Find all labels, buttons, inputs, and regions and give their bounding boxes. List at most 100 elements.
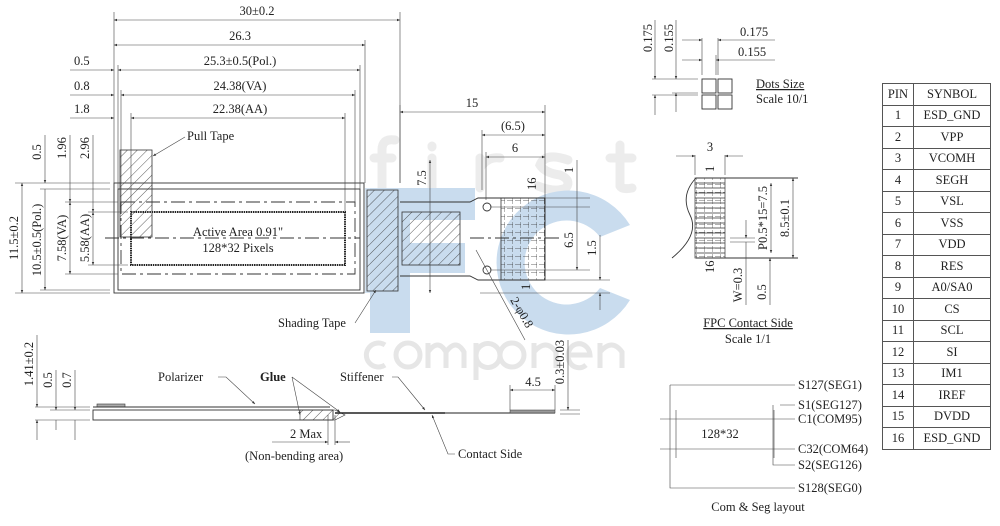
com-seg-title: Com & Seg layout xyxy=(711,500,805,514)
dim-fpc-1: 1 xyxy=(562,167,576,173)
dim-height: 11.5±0.2 xyxy=(7,216,21,260)
fpc-contact-scale: Scale 1/1 xyxy=(725,332,771,346)
fpc-stiffener-area xyxy=(401,211,461,266)
polarizer-label: Polarizer xyxy=(158,370,204,384)
dots-size-detail: 0.175 0.155 0.175 0.155 Dots Size Scale … xyxy=(641,20,808,115)
pin-symbol: IM1 xyxy=(913,362,991,385)
fpc-contact-pads xyxy=(500,197,546,281)
matrix-label: 128*32 xyxy=(701,427,739,441)
pin-symbol: VCOMH xyxy=(913,147,991,170)
fpc-contact-detail: 3 1 16 P0.5*15=7.5 8.5±0.1 W=0.3 0.5 FPC… xyxy=(671,140,798,346)
pin-number: 4 xyxy=(882,169,914,192)
dim-v-offset-pol: 0.5 xyxy=(30,144,44,160)
pull-tape-label: Pull Tape xyxy=(187,129,235,143)
dim-contact-offset: 0.5 xyxy=(755,284,769,300)
stiffener-label: Stiffener xyxy=(340,370,384,384)
dim-contact-w: W=0.3 xyxy=(731,268,745,302)
dim-offset-va: 0.8 xyxy=(74,79,90,93)
pin-number: 2 xyxy=(882,126,914,149)
dim-aa-width: 22.38(AA) xyxy=(213,102,268,116)
pin-number: 13 xyxy=(882,362,914,385)
dim-offset-aa: 1.8 xyxy=(74,102,90,116)
dim-aa-height: 5.58(AA) xyxy=(78,214,92,262)
dim-glass-width: 26.3 xyxy=(229,29,251,43)
pin-number: 9 xyxy=(882,276,914,299)
dim-fpc-65: 6.5 xyxy=(562,232,576,248)
pin-number: 15 xyxy=(882,405,914,428)
pin-symbol: VSL xyxy=(913,190,991,213)
dim-fpc-65ref: (6.5) xyxy=(501,119,525,133)
seg-label: S127(SEG1) xyxy=(798,378,862,392)
dim-fpc-75: 7.5 xyxy=(415,170,429,186)
dots-size-title: Dots Size xyxy=(756,77,805,91)
pin-number: 8 xyxy=(882,255,914,278)
contact-pin-1: 1 xyxy=(703,166,717,172)
pin-number: 3 xyxy=(882,147,914,170)
pin-symbol: VSS xyxy=(913,212,991,235)
pin-symbol: VDD xyxy=(913,233,991,256)
polarizer-outline xyxy=(117,188,361,291)
shading-tape xyxy=(366,189,399,292)
pull-tape xyxy=(119,149,153,238)
dim-dot-size-h: 0.155 xyxy=(738,45,766,59)
pin-symbol: ESD_GND xyxy=(913,427,991,450)
fpc-hole xyxy=(482,202,492,212)
side-view: 1.41±0.2 0.5 0.7 0.3±0.03 4.5 Polarizer … xyxy=(22,335,580,463)
pin-number: 11 xyxy=(882,319,914,342)
pin-number: 5 xyxy=(882,190,914,213)
watermark-first-graphic xyxy=(369,135,637,195)
active-area-label: Active Area 0.91" xyxy=(193,225,283,239)
pin-table-header: PIN SYNBOL xyxy=(882,83,991,106)
dim-contact-pitch: P0.5*15=7.5 xyxy=(756,186,770,250)
dim-v-offset-va: 1.96 xyxy=(55,137,69,159)
dim-contact-height: 8.5±0.1 xyxy=(778,199,792,237)
pin-symbol: CS xyxy=(913,298,991,321)
seg-label: S128(SEG0) xyxy=(798,481,862,495)
fpc-pin-1: 1 xyxy=(519,284,533,290)
dim-offset-pol: 0.5 xyxy=(74,54,90,68)
dim-fpc-thickness: 0.3±0.03 xyxy=(553,340,567,384)
dim-thickness: 1.41±0.2 xyxy=(22,342,36,386)
dim-va-width: 24.38(VA) xyxy=(214,79,267,93)
glue-label: Glue xyxy=(260,370,286,384)
active-area xyxy=(130,211,346,266)
seg-label: S2(SEG126) xyxy=(798,458,862,472)
max-label: 2 Max xyxy=(290,427,323,441)
com-seg-layout: 128*32 S127(SEG1) S1(SEG127) C1(COM95) C… xyxy=(660,378,868,514)
dim-width: 30±0.2 xyxy=(240,4,275,18)
pin-number: 7 xyxy=(882,233,914,256)
contact-pin-16: 16 xyxy=(703,261,717,274)
dim-fpc-6: 6 xyxy=(512,141,518,155)
pin-symbol: IREF xyxy=(913,384,991,407)
dim-dot-size-v: 0.155 xyxy=(662,24,676,52)
pin-number: 12 xyxy=(882,341,914,364)
dim-va-height: 7.58(VA) xyxy=(55,215,69,262)
pin-symbol: A0/SA0 xyxy=(913,276,991,299)
dim-glass-thickness: 0.5 xyxy=(41,372,55,388)
pixels-label: 128*32 Pixels xyxy=(202,241,273,255)
pin-symbol: ESD_GND xyxy=(913,104,991,127)
fpc-pin-16: 16 xyxy=(525,178,539,191)
pin-symbol: SI xyxy=(913,341,991,364)
pin-number: 6 xyxy=(882,212,914,235)
seg-label: S1(SEG127) xyxy=(798,398,862,412)
watermark-components-graphic xyxy=(363,340,625,380)
pin-symbol: SCL xyxy=(913,319,991,342)
dim-contact-width: 3 xyxy=(707,140,713,154)
